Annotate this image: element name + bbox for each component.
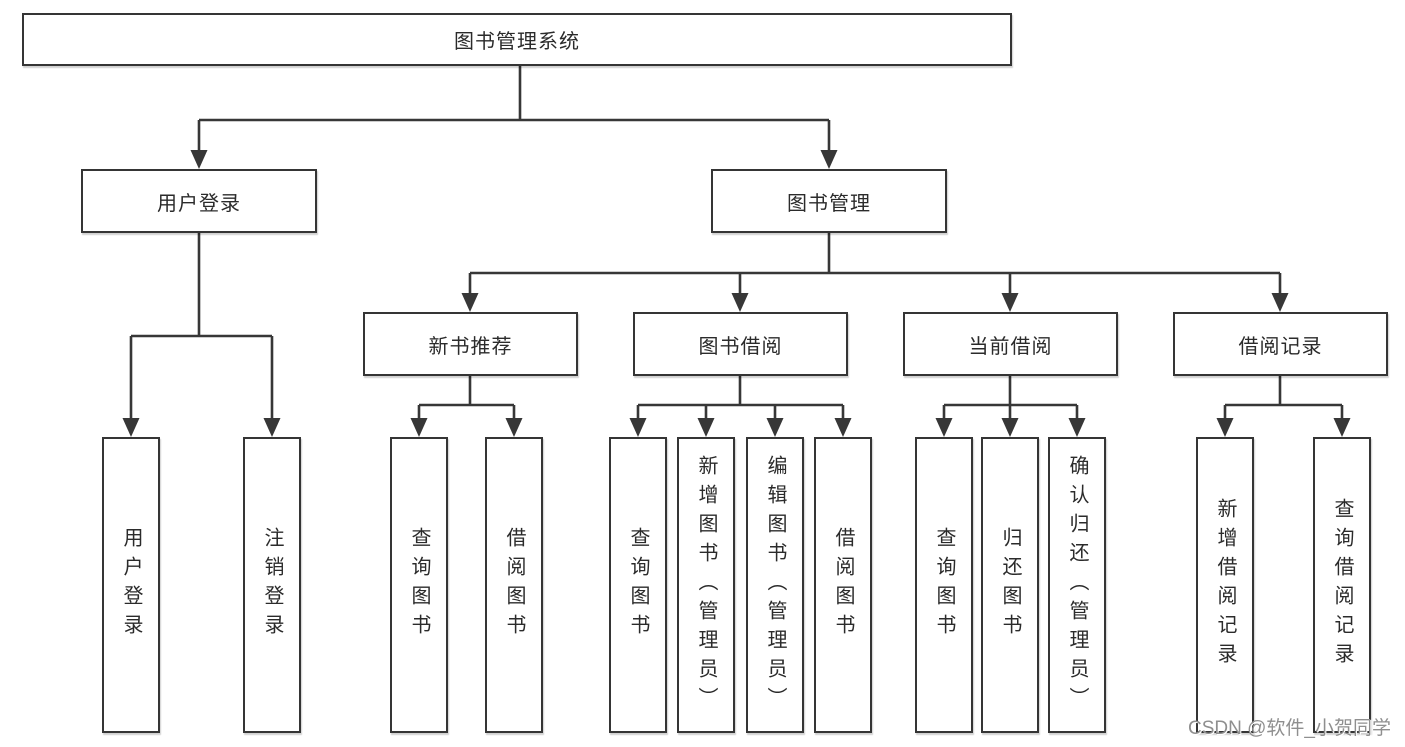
leaf-user-login: 用户登录 — [102, 437, 160, 733]
leaf-query-books-borrow: 查询图书 — [609, 437, 667, 733]
leaf-query-borrow-record: 查询借阅记录 — [1313, 437, 1371, 733]
node-current-borrowing: 当前借阅 — [903, 312, 1118, 376]
leaf-return-books: 归还图书 — [981, 437, 1039, 733]
node-new-book-recommendation: 新书推荐 — [363, 312, 578, 376]
leaf-return-books-label: 归还图书 — [999, 527, 1021, 643]
leaf-query-books-current-label: 查询图书 — [933, 527, 955, 643]
leaf-logout-label: 注销登录 — [261, 527, 283, 643]
node-book-borrowing: 图书借阅 — [633, 312, 848, 376]
leaf-add-borrow-record-label: 新增借阅记录 — [1214, 498, 1236, 672]
node-user-login: 用户登录 — [81, 169, 317, 233]
leaf-query-books-borrow-label: 查询图书 — [627, 527, 649, 643]
leaf-confirm-return-admin: 确认归还（管理员） — [1048, 437, 1106, 733]
leaf-add-books-admin-label: 新增图书（管理员） — [695, 454, 717, 716]
node-library-management-system: 图书管理系统 — [22, 13, 1012, 66]
leaf-user-login-label: 用户登录 — [120, 527, 142, 643]
leaf-borrow-books-borrow: 借阅图书 — [814, 437, 872, 733]
leaf-add-books-admin: 新增图书（管理员） — [677, 437, 735, 733]
node-book-management: 图书管理 — [711, 169, 947, 233]
leaf-query-borrow-record-label: 查询借阅记录 — [1331, 498, 1353, 672]
leaf-query-books-current: 查询图书 — [915, 437, 973, 733]
leaf-logout: 注销登录 — [243, 437, 301, 733]
leaf-query-books-recommend: 查询图书 — [390, 437, 448, 733]
leaf-query-books-recommend-label: 查询图书 — [408, 527, 430, 643]
leaf-borrow-books-recommend-label: 借阅图书 — [503, 527, 525, 643]
node-borrowing-records: 借阅记录 — [1173, 312, 1388, 376]
leaf-edit-books-admin-label: 编辑图书（管理员） — [764, 454, 786, 716]
arrowheads — [122, 150, 1351, 437]
leaf-edit-books-admin: 编辑图书（管理员） — [746, 437, 804, 733]
leaf-borrow-books-borrow-label: 借阅图书 — [832, 527, 854, 643]
leaf-confirm-return-admin-label: 确认归还（管理员） — [1066, 454, 1088, 716]
leaf-borrow-books-recommend: 借阅图书 — [485, 437, 543, 733]
leaf-add-borrow-record: 新增借阅记录 — [1196, 437, 1254, 733]
